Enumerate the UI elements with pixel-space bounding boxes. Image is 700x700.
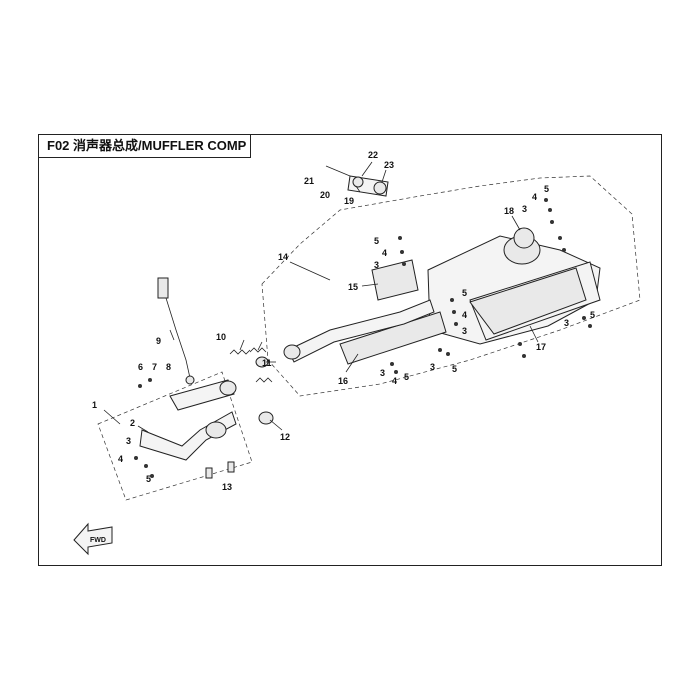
callout-15: 15 xyxy=(348,282,358,292)
fwd-arrow: FWD xyxy=(73,522,113,556)
callout-23: 23 xyxy=(384,160,394,170)
fastener-dots xyxy=(134,198,592,478)
callout-16: 16 xyxy=(338,376,348,386)
callout-4-rear: 4 xyxy=(382,248,387,258)
stud-13a xyxy=(205,467,213,479)
gasket-12 xyxy=(258,411,274,425)
callout-19: 19 xyxy=(344,196,354,206)
mid-pipe-flange xyxy=(283,344,301,360)
spring-10c xyxy=(255,377,273,383)
callout-14: 14 xyxy=(278,252,288,262)
callout-10: 10 xyxy=(216,332,226,342)
callout-5-rear: 5 xyxy=(374,236,379,246)
callout-2: 2 xyxy=(130,418,135,428)
spring-10a xyxy=(229,349,251,355)
muffler-group-outline xyxy=(261,175,641,397)
heat-shield-17 xyxy=(469,267,587,335)
callout-5-shield: 5 xyxy=(462,288,467,298)
stud-13b xyxy=(227,461,235,473)
mid-pipe xyxy=(287,299,435,363)
callout-4: 4 xyxy=(118,454,123,464)
callout-6: 6 xyxy=(138,362,143,372)
callout-21: 21 xyxy=(304,176,314,186)
callout-17: 17 xyxy=(536,342,546,352)
callout-13: 13 xyxy=(222,482,232,492)
callout-5-top: 5 xyxy=(544,184,549,194)
end-cap xyxy=(513,227,535,249)
oxygen-sensor xyxy=(157,277,195,385)
header-pipe xyxy=(139,379,237,461)
callout-12: 12 xyxy=(280,432,290,442)
callout-4-top: 4 xyxy=(532,192,537,202)
callout-4-shield: 4 xyxy=(462,310,467,320)
callout-18: 18 xyxy=(504,206,514,216)
header-pipe-group-outline xyxy=(97,371,253,501)
callout-5-right: 5 xyxy=(590,310,595,320)
callout-3-mid: 3 xyxy=(380,368,385,378)
callout-3-top: 3 xyxy=(522,204,527,214)
heat-shield-15 xyxy=(371,259,419,301)
callout-22: 22 xyxy=(368,150,378,160)
callout-4-mid: 4 xyxy=(392,376,397,386)
callout-7: 7 xyxy=(152,362,157,372)
callout-11: 11 xyxy=(262,358,272,368)
mounting-bracket xyxy=(325,165,389,197)
callout-3: 3 xyxy=(126,436,131,446)
callout-5-low: 5 xyxy=(452,364,457,374)
callout-20: 20 xyxy=(320,190,330,200)
callout-9: 9 xyxy=(156,336,161,346)
callout-labels: 1 2 3 4 5 6 7 8 9 10 11 12 13 14 15 16 1… xyxy=(92,150,595,492)
fwd-label: FWD xyxy=(90,537,106,544)
callout-5-mid: 5 xyxy=(404,372,409,382)
leader-lines xyxy=(103,161,539,433)
spring-10b xyxy=(249,347,267,353)
diagram-frame xyxy=(38,134,662,566)
callout-8: 8 xyxy=(166,362,171,372)
callout-1: 1 xyxy=(92,400,97,410)
callout-5: 5 xyxy=(146,474,151,484)
diagram-title: F02 消声器总成/MUFFLER COMP xyxy=(38,134,251,158)
callout-3-shield: 3 xyxy=(462,326,467,336)
callout-3-rear: 3 xyxy=(374,260,379,270)
callout-3-low: 3 xyxy=(430,362,435,372)
callout-3-right: 3 xyxy=(564,318,569,328)
